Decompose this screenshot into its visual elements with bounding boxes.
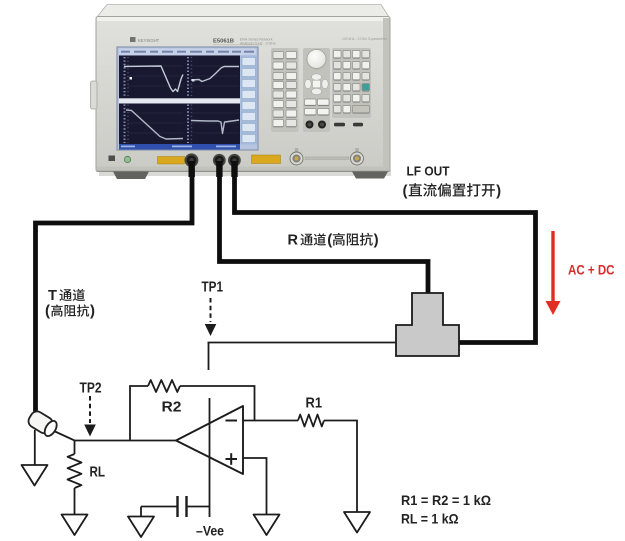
svg-text:(: ( [45, 303, 50, 320]
svg-text:ENA Series Network: ENA Series Network [240, 38, 273, 42]
svg-text:RL = 1 kΩ: RL = 1 kΩ [401, 511, 459, 527]
svg-text:KEYSIGHT: KEYSIGHT [138, 38, 160, 43]
svg-text:R1 = R2 = 1 kΩ: R1 = R2 = 1 kΩ [401, 492, 491, 508]
svg-text:T: T [48, 287, 57, 304]
svg-text:E5061B: E5061B [213, 39, 234, 45]
svg-text:–Vee: –Vee [196, 523, 224, 539]
svg-text:LF OUT: LF OUT [407, 164, 450, 179]
svg-text:(: ( [327, 232, 332, 249]
svg-text:RL: RL [90, 464, 106, 481]
svg-text:R: R [288, 232, 299, 249]
svg-text:R1: R1 [306, 395, 323, 412]
svg-text:Analyzer 5 Hz - 3 GHz: Analyzer 5 Hz - 3 GHz [240, 42, 276, 46]
svg-text:100 kHz - 3 GHz S-parameter: 100 kHz - 3 GHz S-parameter [342, 37, 388, 41]
svg-text:): ) [90, 303, 95, 320]
svg-text:(: ( [403, 183, 408, 200]
svg-text:): ) [496, 183, 501, 200]
svg-text:): ) [374, 232, 379, 249]
svg-text:AC + DC: AC + DC [568, 262, 615, 278]
svg-text:TP2: TP2 [80, 380, 102, 397]
svg-text:TP1: TP1 [202, 279, 224, 296]
svg-text:R2: R2 [162, 399, 182, 416]
